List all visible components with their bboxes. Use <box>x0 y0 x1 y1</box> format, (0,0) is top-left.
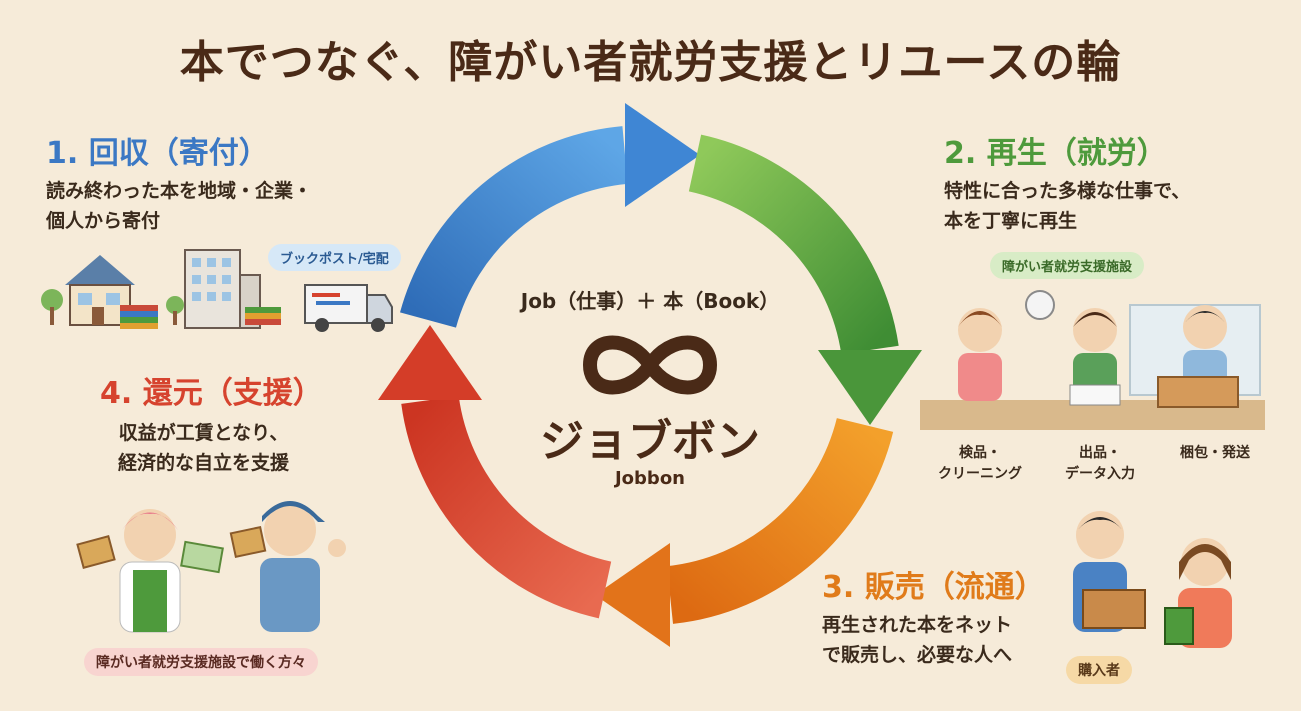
step1-desc: 読み終わった本を地域・企業・ 個人から寄付 <box>46 176 312 236</box>
task1-line: クリーニング <box>938 466 1022 482</box>
step4-desc-line: 収益が工賃となり、 <box>118 422 289 444</box>
envelope-icon-2 <box>229 525 267 559</box>
task2-line: データ入力 <box>1065 466 1135 482</box>
green-arrow <box>688 134 899 355</box>
bookpost-pill: ブックポスト/宅配 <box>268 244 401 271</box>
step4-desc-line: 経済的な自立を支援 <box>118 452 290 474</box>
step1-title: 1. 回収（寄付） <box>46 136 269 171</box>
page-title: 本でつなぐ、障がい者就労支援とリユースの輪 <box>179 37 1122 88</box>
red-arrowhead <box>378 325 482 400</box>
task3-label: 梱包・発送 <box>1180 445 1250 461</box>
task2-line: 出品・ <box>1079 445 1121 461</box>
happy-workers-illustration <box>76 501 346 633</box>
step2-title: 2. 再生（就労） <box>944 136 1167 171</box>
envelope-icon <box>76 535 116 569</box>
step3-desc: 再生された本をネット で販売し、必要な人へ <box>822 610 1012 670</box>
step2-desc: 特性に合った多様な仕事で、 本を丁寧に再生 <box>944 176 1190 236</box>
logo-name: ジョブボン <box>540 416 760 467</box>
task2-label: 出品・ データ入力 <box>1045 443 1155 485</box>
buyer-pill: 購入者 <box>1066 656 1132 684</box>
blue-arrow <box>400 126 629 329</box>
blue-arrowhead <box>625 103 700 207</box>
center-formula: Job（仕事）＋ 本（Book） <box>520 289 780 313</box>
logo-subtitle: Jobbon <box>614 468 685 489</box>
clock-icon <box>1025 290 1055 320</box>
red-arrow <box>401 395 612 619</box>
step1-desc-line: 読み終わった本を地域・企業・ <box>46 180 313 202</box>
cycle-arrows <box>378 103 922 647</box>
buyers-illustration <box>1073 511 1232 648</box>
infinity-symbol-icon <box>582 335 718 395</box>
step3-title: 3. 販売（流通） <box>822 570 1045 605</box>
task1-line: 検品・ <box>959 445 1001 461</box>
step4-desc: 収益が工賃となり、 経済的な自立を支援 <box>118 418 289 478</box>
house-icon <box>65 255 135 285</box>
step2-desc-line: 本を丁寧に再生 <box>944 210 1078 232</box>
workers-pill: 障がい者就労支援施設で働く方々 <box>84 648 318 676</box>
green-arrowhead <box>818 350 922 425</box>
task1-label: 検品・ クリーニング <box>925 443 1035 485</box>
step3-desc-line: 再生された本をネット <box>822 614 1013 636</box>
donation-illustration <box>41 249 393 332</box>
facility-pill: 障がい者就労支援施設 <box>990 252 1145 279</box>
step3-desc-line: で販売し、必要な人へ <box>822 644 1013 666</box>
step1-desc-line: 個人から寄付 <box>46 210 161 232</box>
orange-arrowhead <box>595 543 670 647</box>
orange-arrow <box>666 417 894 624</box>
workers-at-desk-illustration <box>920 290 1265 430</box>
money-icon <box>180 540 224 574</box>
step4-title: 4. 還元（支援） <box>100 376 323 411</box>
step2-desc-line: 特性に合った多様な仕事で、 <box>944 180 1191 202</box>
